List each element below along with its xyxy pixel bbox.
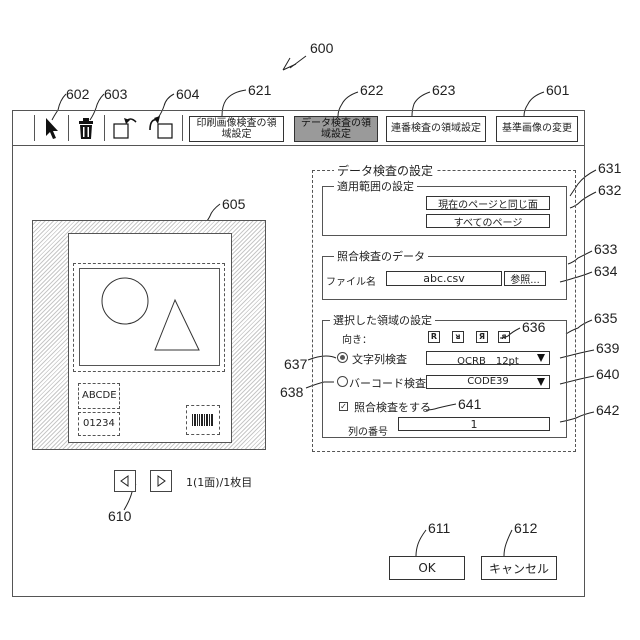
data-inspection-settings-title: データ検査の設定: [334, 162, 436, 179]
ref-600: 600: [310, 40, 333, 56]
shapes-graphic: [79, 268, 220, 366]
ref-640: 640: [596, 366, 619, 382]
serial-region-label: 連番検査の領域設定: [391, 123, 481, 135]
file-name-field[interactable]: abc.csv: [386, 271, 502, 286]
ref-601: 601: [546, 82, 569, 98]
triangle-right-icon: [151, 471, 171, 491]
selected-region-title: 選択した領域の設定: [330, 312, 435, 328]
ok-button[interactable]: OK: [389, 556, 465, 580]
toolbar-separator: [68, 115, 69, 141]
print-region-label-line1: 印刷画像検査の領: [197, 118, 277, 130]
ref-634: 634: [594, 263, 617, 279]
page-indicator: 1(1面)/1枚目: [186, 474, 252, 490]
ok-label: OK: [418, 561, 435, 575]
toolbar-separator: [34, 115, 35, 141]
orientation-180-option[interactable]: Я: [476, 331, 488, 343]
file-name-label: ファイル名: [326, 273, 376, 288]
orientation-0-option[interactable]: R: [428, 331, 440, 343]
text-sample: ABCDE: [82, 390, 117, 401]
ref-602: 602: [66, 86, 89, 102]
orientation-270-option[interactable]: ᴙ: [498, 331, 510, 343]
barcode-type-value: CODE39: [467, 376, 509, 387]
cancel-label: キャンセル: [489, 560, 549, 577]
ref-631: 631: [598, 160, 621, 176]
next-page-button[interactable]: [150, 470, 172, 492]
triangle-left-icon: [115, 471, 135, 491]
ref-642: 642: [596, 402, 619, 418]
number-sample: 01234: [83, 418, 115, 429]
text-check-label: 文字列検査: [352, 351, 407, 367]
column-number-label: 列の番号: [348, 423, 388, 438]
text-check-radio[interactable]: [337, 352, 348, 363]
data-region-label-line2: 域設定: [321, 129, 351, 141]
data-region-label-line1: データ検査の領: [301, 118, 371, 130]
barcode-check-radio[interactable]: [337, 376, 348, 387]
match-data-title: 照合検査のデータ: [334, 248, 428, 264]
cancel-button[interactable]: キャンセル: [481, 556, 557, 580]
toolbar-separator: [104, 115, 105, 141]
file-name-value: abc.csv: [423, 272, 465, 285]
change-reference-label: 基準画像の変更: [502, 123, 572, 135]
print-region-setting-button[interactable]: 印刷画像検査の領 域設定: [189, 116, 284, 142]
ref-623: 623: [432, 82, 455, 98]
dropdown-arrow-icon: [537, 354, 545, 362]
match-check-checkbox[interactable]: ✓: [339, 402, 348, 411]
ref-603: 603: [104, 86, 127, 102]
same-page-button[interactable]: 現在のページと同じ面: [426, 196, 550, 210]
text-font-value: OCRB 12pt: [457, 356, 519, 367]
orientation-label: 向き：: [342, 331, 372, 346]
barcode-check-label: バーコード検査: [349, 375, 426, 391]
match-check-label: 照合検査をする: [354, 399, 431, 415]
print-region-label-line2: 域設定: [222, 129, 252, 141]
ref-632: 632: [598, 182, 621, 198]
browse-label: 参照...: [510, 271, 540, 286]
data-region-setting-button[interactable]: データ検査の領 域設定: [294, 116, 378, 142]
ref-622: 622: [360, 82, 383, 98]
toolbar-separator: [182, 115, 183, 141]
barcode-icon: [192, 414, 214, 426]
serial-region-setting-button[interactable]: 連番検査の領域設定: [386, 116, 486, 142]
toolbar-divider: [12, 145, 585, 146]
all-pages-button[interactable]: すべてのページ: [426, 214, 550, 228]
trash-icon[interactable]: [76, 118, 96, 140]
orientation-90-option[interactable]: ᴚ: [452, 331, 464, 343]
ref-604: 604: [176, 86, 199, 102]
dropdown-arrow-icon: [537, 378, 545, 386]
ref-635: 635: [594, 310, 617, 326]
same-page-label: 現在のページと同じ面: [438, 196, 538, 211]
prev-page-button[interactable]: [114, 470, 136, 492]
browse-button[interactable]: 参照...: [504, 271, 546, 286]
text-font-select[interactable]: OCRB 12pt: [426, 351, 550, 365]
column-number-value: 1: [471, 418, 478, 431]
all-pages-label: すべてのページ: [454, 214, 523, 229]
pointer-select-icon[interactable]: [42, 116, 62, 142]
rotate-left-icon[interactable]: [112, 114, 140, 140]
barcode-type-select[interactable]: CODE39: [426, 375, 550, 389]
ref-639: 639: [596, 340, 619, 356]
ref-621: 621: [248, 82, 271, 98]
change-reference-image-button[interactable]: 基準画像の変更: [496, 116, 578, 142]
rotate-right-icon[interactable]: [146, 114, 176, 140]
column-number-field[interactable]: 1: [398, 417, 550, 431]
scope-setting-title: 適用範囲の設定: [334, 178, 417, 194]
ref-633: 633: [594, 241, 617, 257]
